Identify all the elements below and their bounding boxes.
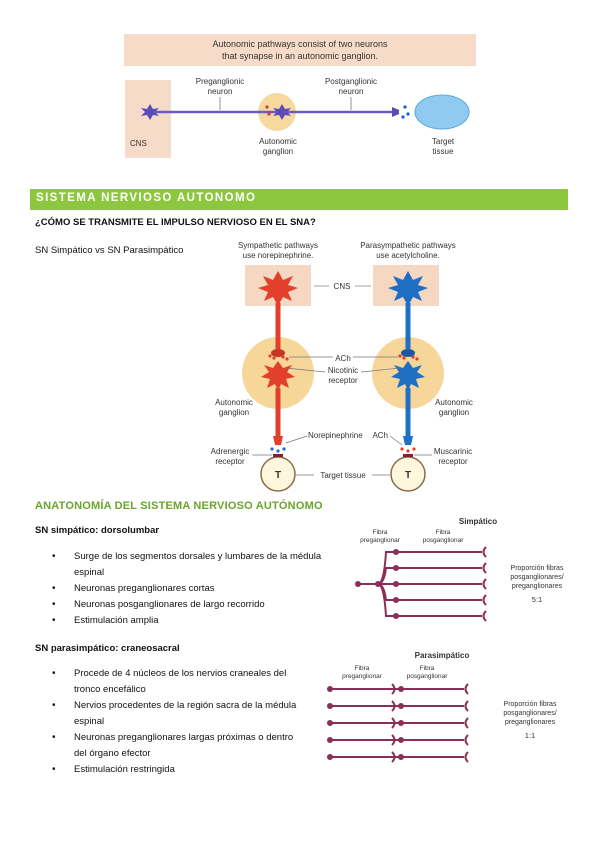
ratio-value: 5:1 — [532, 595, 542, 604]
ganglion-right-label: Autonomic — [435, 398, 473, 407]
ach-vesicles — [268, 354, 419, 361]
postganglionic-label: Postganglionic — [325, 77, 377, 86]
norepinephrine-label: Norepinephrine — [308, 431, 363, 440]
target-tissue — [414, 94, 470, 130]
muscarinic-label: Muscarinic — [434, 447, 472, 456]
post-fiber-label: Fibra — [436, 529, 451, 536]
sympathetic-bullets: Surge de los segmentos dorsales y lumbar… — [52, 549, 342, 629]
list-item: Surge de los segmentos dorsales y lumbar… — [52, 549, 342, 581]
ach-top-label: ACh — [335, 354, 351, 363]
parasympathetic-header-2: use acetylcholine. — [376, 251, 440, 260]
list-item: Estimulación amplia — [52, 613, 342, 629]
muscarinic-label-2: receptor — [438, 457, 468, 466]
cns-box — [125, 80, 171, 158]
section-banner-text: SISTEMA NERVIOSO AUTONOMO — [36, 192, 257, 204]
pre-fiber-label-2: preganglionar — [360, 537, 401, 544]
ach-bottom-label: ACh — [372, 431, 388, 440]
parasympathetic-neuron — [388, 271, 428, 445]
sympathetic-header-2: use norepinephrine. — [243, 251, 314, 260]
caption-line-2: that synapse in an autonomic ganglion. — [222, 51, 378, 61]
comparison-subtitle: SN Simpático vs SN Parasimpático — [35, 245, 184, 256]
postganglionic-label-2: neuron — [339, 87, 364, 96]
list-item: Neuronas posganglionares de largo recorr… — [52, 597, 342, 613]
parasympathetic-heading: SN parasimpático: craneosacral — [35, 643, 180, 654]
autonomic-pathway-figure: Autonomic pathways consist of two neuron… — [124, 34, 476, 158]
ratio-label-2: posganglionares/ — [503, 710, 556, 717]
target-tissue-label: Target tissue — [320, 471, 366, 480]
target-label: Target — [432, 137, 455, 146]
ratio-label-2: posganglionares/ — [510, 574, 563, 581]
parasympathetic-bullets: Procede de 4 núcleos de los nervios cran… — [52, 666, 342, 778]
sympathetic-nodes — [355, 549, 399, 619]
post-fiber-label-2: posganglionar — [407, 673, 449, 680]
nicotinic-label: Nicotinic — [328, 366, 358, 375]
target-t-right: T — [405, 470, 411, 481]
sympathetic-heading: SN simpático: dorsolumbar — [35, 525, 160, 536]
target-label-2: tissue — [433, 147, 454, 156]
parasympathetic-nodes — [327, 686, 404, 760]
adrenergic-label-2: receptor — [215, 457, 245, 466]
sympathetic-ratio-figure: Simpático Fibra preganglionar Fibra posg… — [355, 517, 564, 622]
caption-box — [124, 34, 476, 66]
ratio-label: Proporción fibras — [504, 701, 557, 708]
preganglionic-label-2: neuron — [208, 87, 233, 96]
preganglionic-label: Preganglionic — [196, 77, 244, 86]
ganglion-left-label-2: ganglion — [219, 408, 249, 417]
symp-vs-para-figure: Sympathetic pathways use norepinephrine.… — [211, 241, 473, 492]
ganglion-right-label-2: ganglion — [439, 408, 469, 417]
ratio-value: 1:1 — [525, 731, 535, 740]
parasympathetic-ratio-figure: Parasimpático Fibra preganglionar Fibra … — [327, 651, 557, 763]
ganglion-label-2: ganglion — [263, 147, 293, 156]
question-heading: ¿CÓMO SE TRANSMITE EL IMPULSO NERVIOSO E… — [35, 217, 316, 228]
list-item: Neuronas preganglionares largas próximas… — [52, 730, 342, 762]
adrenergic-label: Adrenergic — [211, 447, 250, 456]
ganglion-label: Autonomic — [259, 137, 297, 146]
sympathetic-neuron — [258, 271, 298, 445]
sympathetic-fibers — [358, 546, 487, 622]
pre-fiber-label: Fibra — [355, 665, 370, 672]
parasympathetic-fibers — [330, 683, 469, 763]
list-item: Estimulación restringida — [52, 762, 342, 778]
cns-label: CNS — [130, 139, 147, 148]
anatomy-heading: ANATONOMÍA DEL SISTEMA NERVIOSO AUTÓNOMO — [35, 500, 323, 512]
ganglion-left-label: Autonomic — [215, 398, 253, 407]
post-fiber-label: Fibra — [420, 665, 435, 672]
section-banner: SISTEMA NERVIOSO AUTONOMO — [30, 189, 568, 210]
ratio-label-3: preganglionares — [512, 583, 563, 590]
pre-fiber-label-2: preganglionar — [342, 673, 383, 680]
ratio-label-3: preganglionares — [505, 719, 556, 726]
list-item: Procede de 4 núcleos de los nervios cran… — [52, 666, 342, 698]
list-item: Neuronas preganglionares cortas — [52, 581, 342, 597]
target-t-left: T — [275, 470, 281, 481]
nicotinic-label-2: receptor — [328, 376, 358, 385]
parasympathetic-figure-title: Parasimpático — [415, 651, 470, 660]
post-fiber-label-2: posganglionar — [423, 537, 465, 544]
postganglionic-soma — [273, 104, 291, 120]
sympathetic-header: Sympathetic pathways — [238, 241, 318, 250]
sympathetic-figure-title: Simpático — [459, 517, 497, 526]
list-item: Nervios procedentes de la región sacra d… — [52, 698, 342, 730]
parasympathetic-header: Parasympathetic pathways — [360, 241, 456, 250]
cns-label: CNS — [334, 282, 351, 291]
pre-fiber-label: Fibra — [373, 529, 388, 536]
preganglionic-soma — [141, 104, 159, 120]
caption-line-1: Autonomic pathways consist of two neuron… — [212, 39, 388, 49]
ratio-label: Proporción fibras — [511, 565, 564, 572]
